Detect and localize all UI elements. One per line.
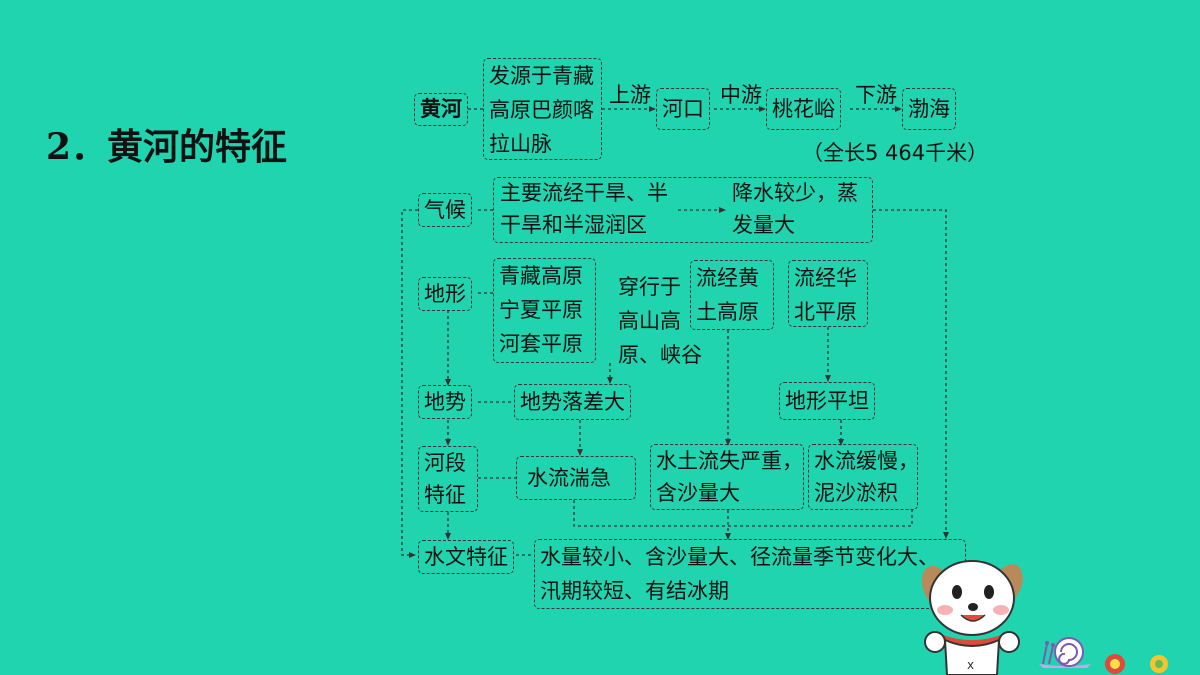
pass-line: 高山高 xyxy=(618,309,681,333)
climate-effect-line: 降水较少，蒸 xyxy=(732,181,858,205)
slow-flow-box: 水流缓慢， 泥沙淤积 xyxy=(808,444,919,510)
climate-effect-line: 发量大 xyxy=(732,213,795,237)
lower-reach-label: 下游 xyxy=(855,83,897,107)
plateau-line: 青藏高原 xyxy=(499,264,583,288)
climate-effect: 降水较少，蒸 发量大 xyxy=(732,177,858,241)
section-label-line: 河段 xyxy=(424,451,466,475)
slow-flow-line: 水流缓慢， xyxy=(814,449,919,473)
decorative-bead-icon xyxy=(1105,654,1125,674)
terrain-label-box: 地形 xyxy=(418,277,472,311)
plateaus-box: 青藏高原 宁夏平原 河套平原 xyxy=(493,258,596,363)
bohai-box: 渤海 xyxy=(902,88,956,130)
climate-box xyxy=(493,177,873,243)
rapid-box: 水流湍急 xyxy=(516,456,636,500)
svg-text:x: x xyxy=(967,658,974,672)
north-china-line: 北平原 xyxy=(794,300,857,324)
loess-line: 流经黄 xyxy=(696,266,759,290)
climate-desc-line: 干旱和半湿润区 xyxy=(500,213,647,237)
middle-reach-label: 中游 xyxy=(720,83,762,107)
river-name-box: 黄河 xyxy=(414,93,468,126)
source-line: 发源于青藏 xyxy=(489,64,594,88)
north-china-line: 流经华 xyxy=(794,266,857,290)
drop-box: 地势落差大 xyxy=(514,384,631,420)
hydrology-line: 水量较小、含沙量大、径流量季节变化大、 xyxy=(540,545,939,569)
climate-desc-line: 主要流经干旱、半 xyxy=(500,181,668,205)
taohuayu-box: 桃花峪 xyxy=(766,88,841,130)
north-china-box: 流经华 北平原 xyxy=(788,260,868,327)
slow-flow-line: 泥沙淤积 xyxy=(814,481,898,505)
erosion-line: 含沙量大 xyxy=(656,481,740,505)
hydrology-line: 汛期较短、有结冰期 xyxy=(540,579,729,603)
source-box: 发源于青藏 高原巴颜喀 拉山脉 xyxy=(483,58,602,160)
upper-reach-label: 上游 xyxy=(609,83,651,107)
plateau-line: 河套平原 xyxy=(499,332,583,356)
puppy-mascot-icon: x xyxy=(921,560,1023,675)
hydrology-label-box: 水文特征 xyxy=(418,540,514,574)
loess-line: 土高原 xyxy=(696,300,759,324)
snail-icon xyxy=(1039,637,1091,668)
source-line: 拉山脉 xyxy=(489,132,552,156)
climate-label-box: 气候 xyxy=(418,193,472,227)
plateau-line: 宁夏平原 xyxy=(499,298,583,322)
hekou-box: 河口 xyxy=(656,88,710,130)
page-title: 2．黄河的特征 xyxy=(46,126,288,168)
pass-line: 原、峡谷 xyxy=(618,343,702,367)
slope-label-box: 地势 xyxy=(418,385,472,419)
section-label-line: 特征 xyxy=(424,483,466,507)
climate-desc: 主要流经干旱、半 干旱和半湿润区 xyxy=(500,177,668,241)
pass-line: 穿行于 xyxy=(618,275,681,299)
source-line: 高原巴颜喀 xyxy=(489,98,594,122)
hydrology-box: 水量较小、含沙量大、径流量季节变化大、 汛期较短、有结冰期 xyxy=(534,539,966,609)
pass-through-text: 穿行于 高山高 原、峡谷 xyxy=(618,270,702,372)
erosion-box: 水土流失严重， 含沙量大 xyxy=(650,444,804,510)
section-label-box: 河段 特征 xyxy=(418,446,478,512)
flat-box: 地形平坦 xyxy=(779,382,875,420)
decorative-flower-icon xyxy=(1150,655,1168,673)
length-note: （全长5 464千米） xyxy=(802,141,989,165)
erosion-line: 水土流失严重， xyxy=(656,449,803,473)
loess-box: 流经黄 土高原 xyxy=(690,260,774,330)
